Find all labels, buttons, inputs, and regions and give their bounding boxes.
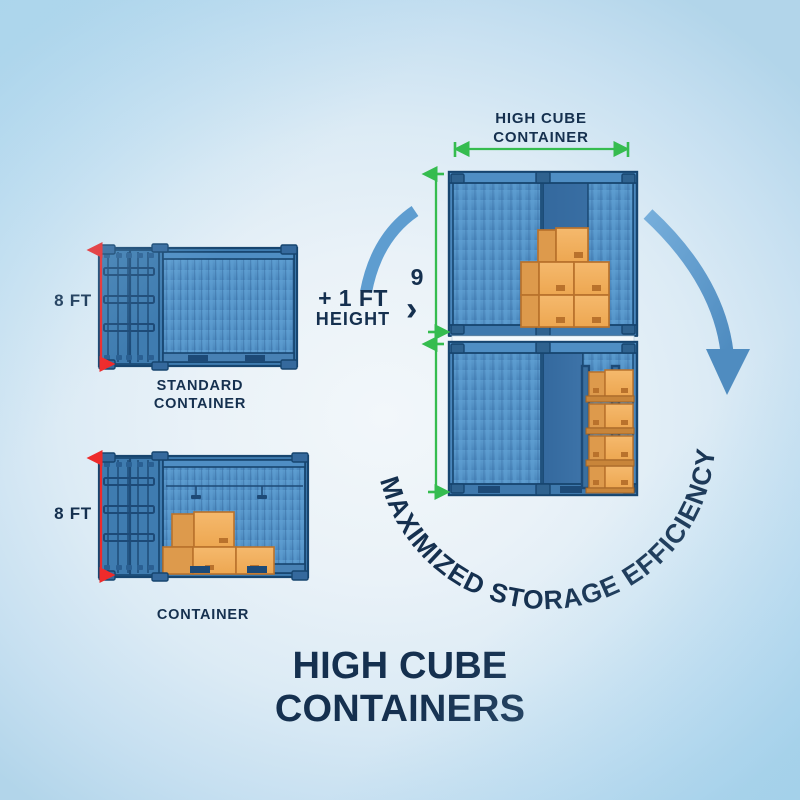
high-cube-stack-illustration <box>447 170 639 497</box>
standard-container-caption: STANDARD CONTAINER <box>110 378 290 413</box>
high-cube-container-bottom <box>447 340 639 497</box>
pallet-rack <box>580 364 635 494</box>
curved-arrow-icon-large <box>643 209 750 395</box>
curved-arrow-icon-small <box>360 206 419 294</box>
loaded-container-illustration <box>86 449 310 584</box>
high-cube-title-line1: HIGH CUBE <box>495 110 587 127</box>
page-title-line2: CONTAINERS <box>274 687 526 730</box>
high-cube-width-dimension <box>453 140 630 158</box>
loaded-container-caption: CONTAINER <box>156 607 250 623</box>
chevron-right-icon: › <box>405 290 418 328</box>
high-cube-title: HIGH CUBE CONTAINER <box>441 110 641 148</box>
standard-height-label: 8 FT <box>54 291 92 310</box>
plus-height-line1: + 1 FT <box>318 285 388 311</box>
high-cube-height-dimension-top <box>421 165 451 341</box>
standard-container-illustration <box>86 241 299 373</box>
loaded-height-label: 8 FT <box>54 504 92 523</box>
high-cube-height-dimension-bottom <box>421 335 451 501</box>
page-title-line1: HIGH CUBE <box>292 645 508 687</box>
standard-caption-line2: CONTAINER <box>153 395 247 412</box>
page-title: HIGH CUBE CONTAINERS <box>180 645 620 730</box>
high-cube-container-top <box>447 170 639 337</box>
standard-caption-line1: STANDARD <box>156 378 244 394</box>
plus-height-callout: + 1 FT HEIGHT <box>305 286 401 329</box>
high-cube-height-label: 9 <box>410 264 424 290</box>
plus-height-line2: HEIGHT <box>315 309 391 330</box>
cargo-boxes-loaded <box>162 511 275 575</box>
high-cube-title-line2: CONTAINER <box>493 128 589 146</box>
